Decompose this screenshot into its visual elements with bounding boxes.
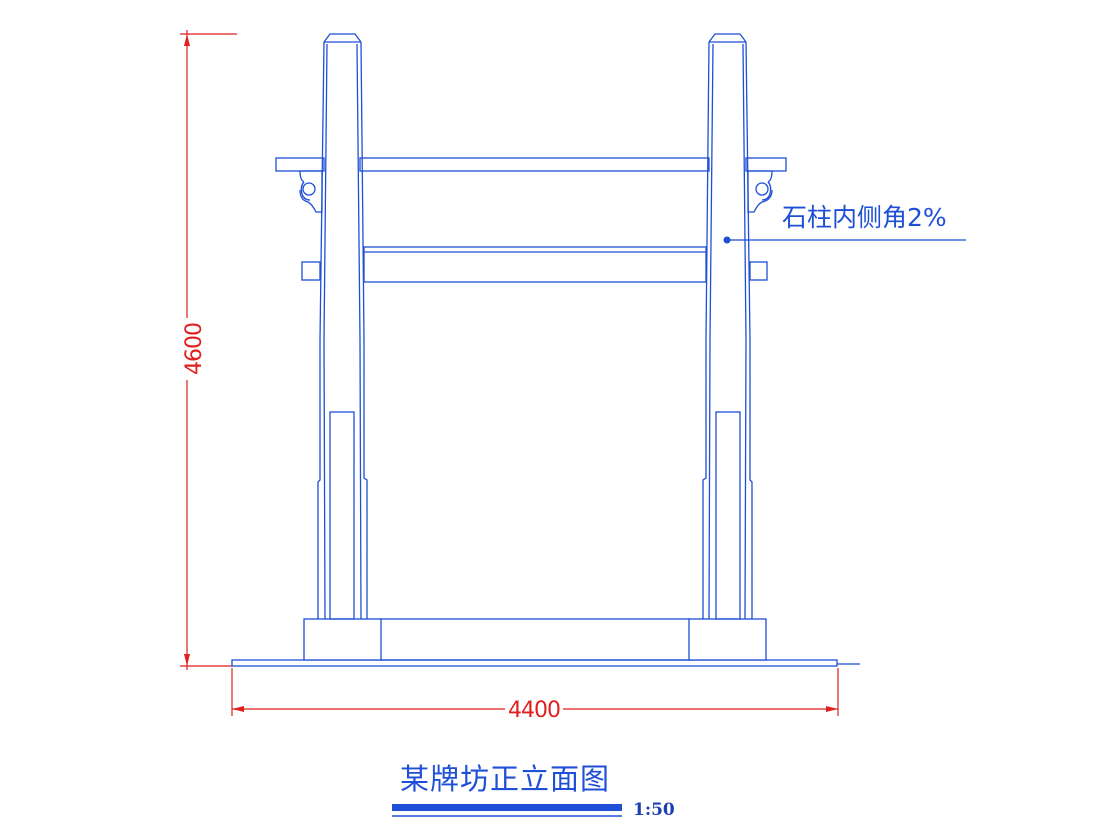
lower-lintel-end-left <box>301 261 321 281</box>
column-right-panel <box>715 411 741 620</box>
width-dimension: 4400 <box>231 668 839 723</box>
title-underline-thick <box>392 804 622 811</box>
lower-lintel-end-right <box>749 261 768 281</box>
bracket-left-ornament <box>302 182 316 196</box>
ground-slab <box>231 659 838 667</box>
height-dimension: 4600 <box>180 30 237 670</box>
lower-beam <box>301 246 768 283</box>
plinth-right <box>688 618 767 661</box>
column-annotation: 石柱内侧角2% <box>723 203 966 244</box>
height-arrow-bottom <box>184 654 190 666</box>
upper-lintel-end-right <box>745 157 787 172</box>
column-left-panel <box>329 411 355 620</box>
title-block: 某牌坊正立面图 1:50 <box>392 762 675 820</box>
base-beam <box>379 618 691 661</box>
height-arrow-top <box>184 34 190 46</box>
upper-lintel-end-left <box>275 157 325 172</box>
bracket-right <box>747 170 773 213</box>
column-left-inner-edge <box>360 41 368 619</box>
width-dimension-label: 4400 <box>508 698 560 723</box>
drawing-scale: 1:50 <box>633 800 675 820</box>
plinth-left <box>303 618 382 661</box>
width-arrow-right <box>826 706 838 712</box>
drawing-title: 某牌坊正立面图 <box>400 762 610 796</box>
column-right-inner-edge <box>702 41 710 619</box>
lower-lintel <box>363 246 707 283</box>
height-dimension-label: 4600 <box>182 323 207 375</box>
plinth-group <box>303 618 767 661</box>
bracket-right-ornament <box>755 182 769 196</box>
column-left-cap <box>323 33 362 43</box>
column-left <box>317 33 368 620</box>
ground-base <box>231 659 860 667</box>
column-right <box>702 33 753 620</box>
column-right-cap <box>708 33 747 43</box>
bracket-left <box>299 170 323 213</box>
width-arrow-left <box>232 706 244 712</box>
upper-beam <box>275 157 787 172</box>
upper-lintel <box>359 157 710 172</box>
column-left-outer-edge <box>317 41 325 619</box>
column-right-outer-edge <box>745 41 753 619</box>
column-annotation-text: 石柱内侧角2% <box>782 203 947 232</box>
